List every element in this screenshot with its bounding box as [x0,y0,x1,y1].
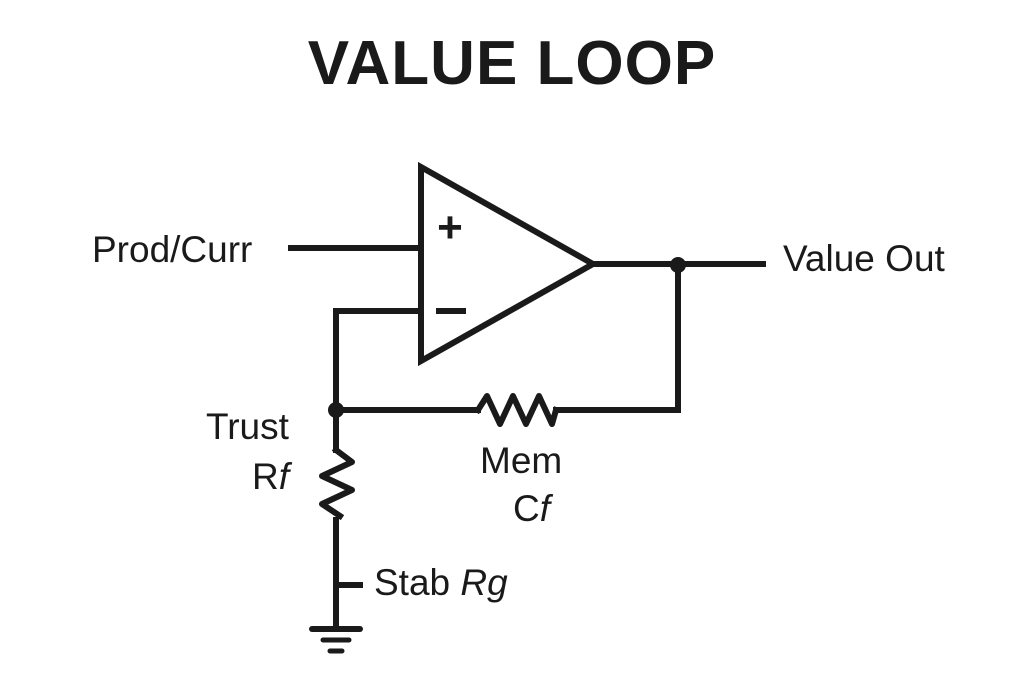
output-junction-dot [670,257,686,273]
trust-symbol-main: R [252,456,279,497]
mem-symbol: Cf [513,488,550,530]
mem-symbol-main: C [513,488,540,529]
trust-symbol-sub: f [278,456,290,497]
output-label: Value Out [783,238,945,279]
trust-symbol: Rf [252,456,289,498]
input-label: Prod/Curr [92,229,253,270]
mem-resistor-zigzag [473,393,560,427]
mem-label: Mem [480,440,563,481]
stab-symbol: Rg [460,562,508,603]
stab-name: Stab [374,562,451,603]
opamp-plus-sign: + [437,203,463,252]
opamp-triangle [418,161,600,367]
inverting-input-wire [333,308,424,413]
ground-icon [309,626,363,654]
trust-resistor-zigzag [319,445,355,521]
diagram-title: VALUE LOOP [307,29,717,98]
feedback-wire-right [553,261,681,413]
feedback-junction-dot [328,402,344,418]
stab-label: Stab Rg [374,562,508,604]
trust-label: Trust [206,406,289,447]
mem-symbol-sub: f [539,488,551,529]
